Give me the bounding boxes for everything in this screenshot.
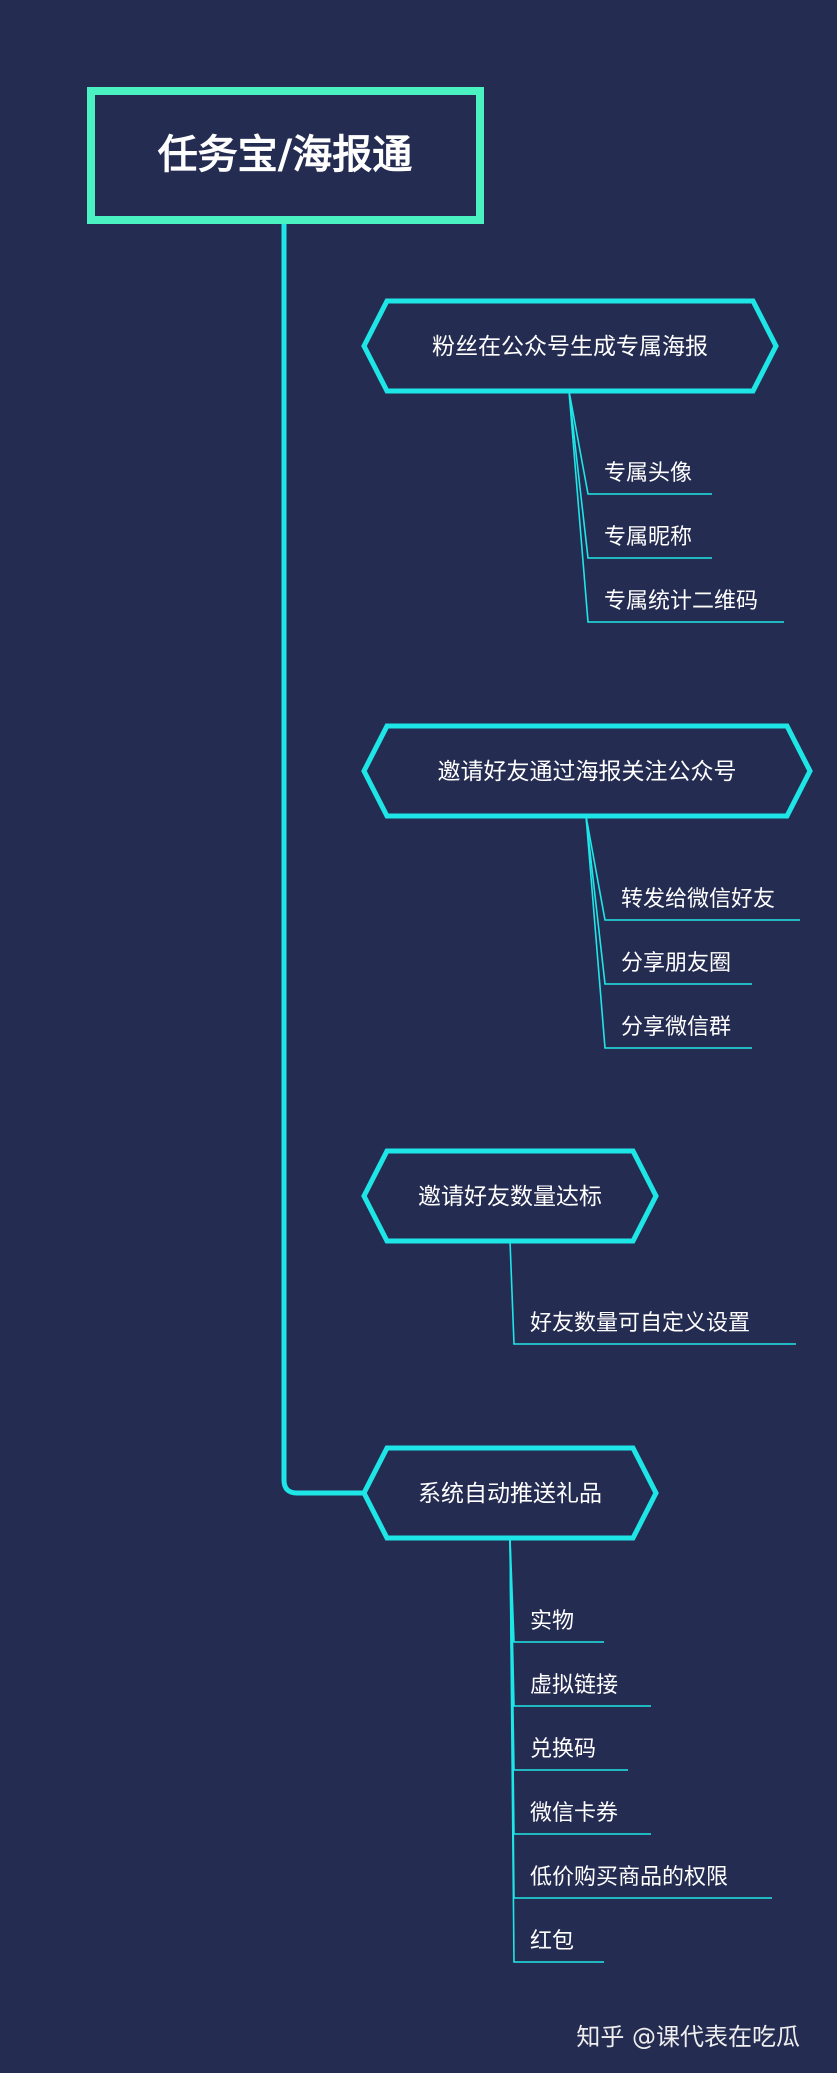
branch-node-box	[361, 298, 779, 394]
leaf-connector	[585, 815, 752, 1049]
leaf-node[interactable]: 专属统计二维码	[568, 390, 784, 623]
leaf-label: 实物	[530, 1609, 574, 1634]
leaf-connector	[509, 1537, 628, 1771]
leaf-node[interactable]: 转发给微信好友	[585, 815, 800, 921]
leaf-node[interactable]: 红包	[509, 1537, 604, 1963]
branches-group: 粉丝在公众号生成专属海报专属头像专属昵称专属统计二维码邀请好友通过海报关注公众号…	[361, 298, 813, 1963]
leaf-label: 专属头像	[604, 461, 692, 486]
leaf-connector	[585, 815, 800, 921]
branch-node-4[interactable]: 系统自动推送礼品	[361, 1445, 659, 1541]
leaf-label: 好友数量可自定义设置	[530, 1311, 750, 1336]
leaf-label: 微信卡券	[530, 1801, 618, 1826]
leaf-node[interactable]: 好友数量可自定义设置	[509, 1240, 796, 1345]
leaf-connector	[568, 390, 712, 559]
leaf-label: 分享微信群	[621, 1015, 731, 1040]
root-node[interactable]: 任务宝/海报通	[87, 87, 484, 224]
root-node-box	[87, 87, 484, 224]
leaf-connector	[568, 390, 712, 495]
trunk-line	[281, 224, 364, 1496]
leaf-label: 专属统计二维码	[604, 589, 758, 614]
leaf-node[interactable]: 专属昵称	[568, 390, 712, 559]
leaf-node[interactable]: 实物	[509, 1537, 604, 1643]
leaf-label: 虚拟链接	[530, 1673, 618, 1698]
leaf-node[interactable]: 低价购买商品的权限	[509, 1537, 772, 1899]
branch-node-label: 邀请好友通过海报关注公众号	[438, 759, 737, 785]
branch-node-box	[361, 1148, 659, 1244]
leaf-label: 兑换码	[530, 1737, 596, 1762]
leaf-connector	[509, 1537, 604, 1963]
branch-node-label: 系统自动推送礼品	[418, 1481, 602, 1507]
leaf-node[interactable]: 兑换码	[509, 1537, 628, 1771]
leaf-connector	[585, 815, 752, 985]
branch-node-3[interactable]: 邀请好友数量达标	[361, 1148, 659, 1244]
branch-node-2[interactable]: 邀请好友通过海报关注公众号	[361, 723, 813, 819]
leaf-connector	[509, 1240, 796, 1345]
branch-node-label: 粉丝在公众号生成专属海报	[432, 334, 708, 360]
root-node-label: 任务宝/海报通	[158, 132, 413, 178]
leaf-label: 红包	[530, 1929, 574, 1954]
watermark-text: 知乎 @课代表在吃瓜	[576, 2023, 800, 2051]
leaf-node[interactable]: 分享朋友圈	[585, 815, 752, 985]
branch-node-box	[361, 723, 813, 819]
branch-node-label: 邀请好友数量达标	[418, 1184, 602, 1210]
leaf-node[interactable]: 分享微信群	[585, 815, 752, 1049]
leaf-label: 专属昵称	[604, 525, 692, 550]
branch-node-box	[361, 1445, 659, 1541]
leaf-label: 转发给微信好友	[621, 887, 775, 912]
leaf-label: 分享朋友圈	[621, 951, 731, 976]
branch-node-1[interactable]: 粉丝在公众号生成专属海报	[361, 298, 779, 394]
leaf-node[interactable]: 专属头像	[568, 390, 712, 495]
leaf-connector	[509, 1537, 772, 1899]
leaf-connector	[568, 390, 784, 623]
leaf-label: 低价购买商品的权限	[530, 1865, 728, 1890]
